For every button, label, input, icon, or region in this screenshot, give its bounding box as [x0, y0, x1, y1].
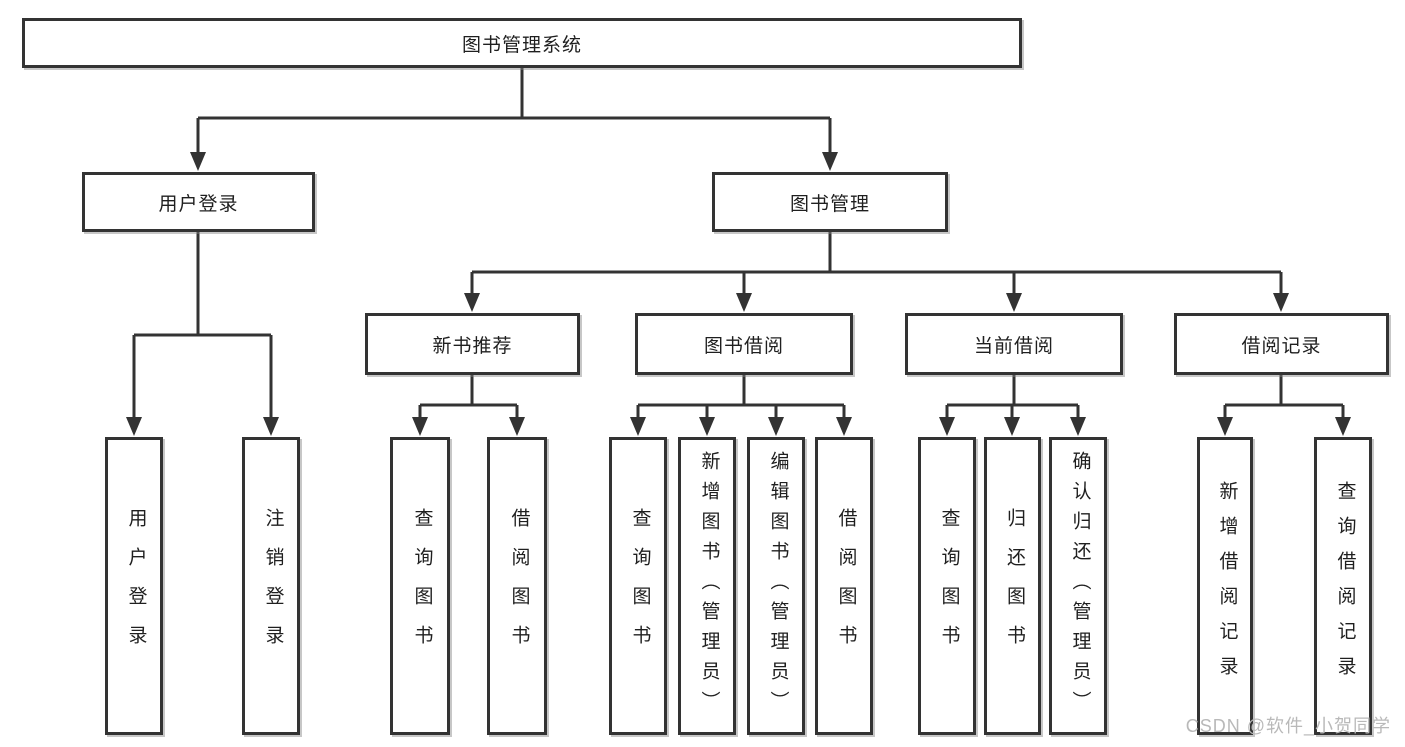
connector-path [132, 68, 1345, 419]
arrowhead-icons [126, 152, 1351, 436]
node-new-book-recommend: 新书推荐 [365, 313, 580, 375]
leaf-logout: 注销登录 [242, 437, 300, 735]
leaf-recommend-query-books: 查询图书 [390, 437, 450, 735]
node-current-borrow: 当前借阅 [905, 313, 1123, 375]
node-borrow-record: 借阅记录 [1174, 313, 1389, 375]
leaf-recommend-borrow-books: 借阅图书 [487, 437, 547, 735]
leaf-return-books: 归还图书 [984, 437, 1041, 735]
node-book-management: 图书管理 [712, 172, 948, 232]
node-user-login: 用户登录 [82, 172, 315, 232]
leaf-query-borrow-record: 查询借阅记录 [1314, 437, 1372, 735]
leaf-confirm-return-admin: 确认归还（管理员） [1049, 437, 1107, 735]
node-book-borrow: 图书借阅 [635, 313, 853, 375]
csdn-watermark: CSDN @软件_小贺同学 [1185, 716, 1391, 736]
leaf-borrow-books: 借阅图书 [815, 437, 873, 735]
node-root: 图书管理系统 [22, 18, 1022, 68]
leaf-edit-books-admin: 编辑图书（管理员） [747, 437, 805, 735]
leaf-borrow-query-books: 查询图书 [609, 437, 667, 735]
leaf-user-login: 用户登录 [105, 437, 163, 735]
leaf-add-borrow-record: 新增借阅记录 [1197, 437, 1253, 735]
leaf-add-books-admin: 新增图书（管理员） [678, 437, 736, 735]
leaf-current-query-books: 查询图书 [918, 437, 976, 735]
